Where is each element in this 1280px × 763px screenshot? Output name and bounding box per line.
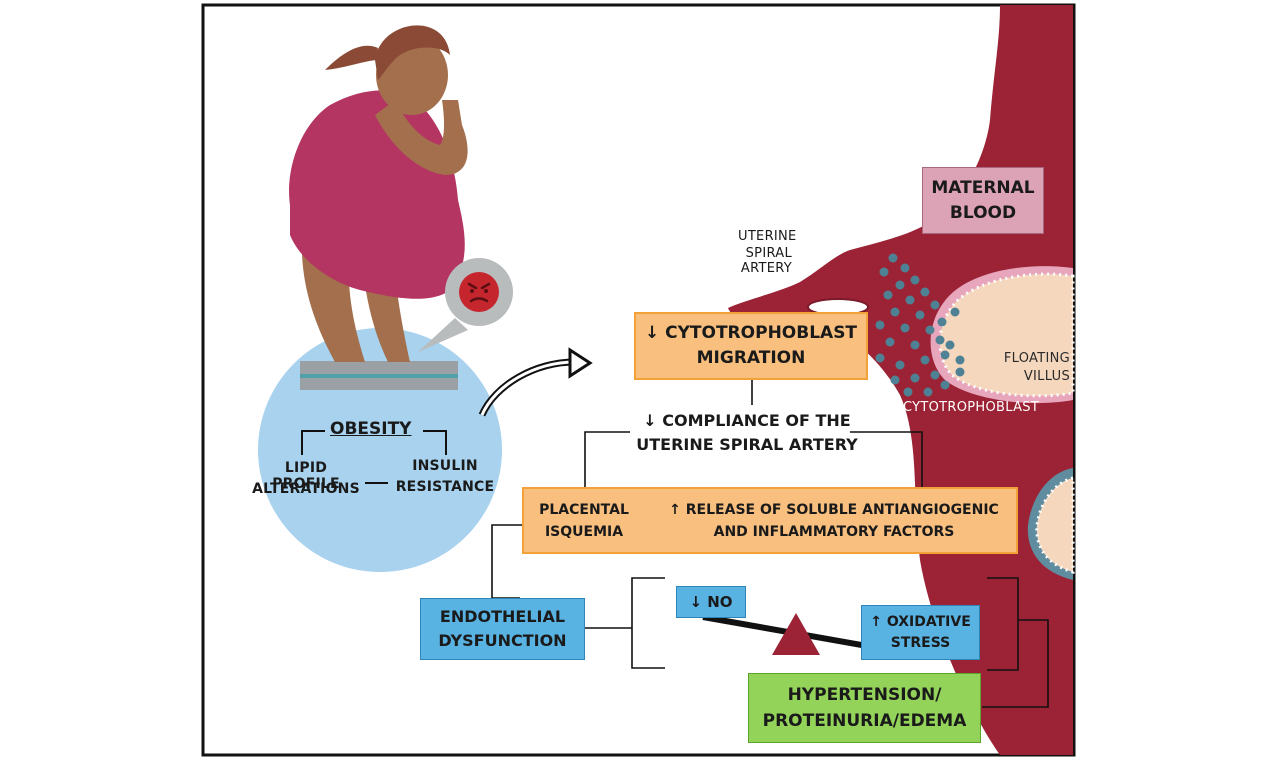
cell (875, 353, 885, 363)
endothelial-dysfunction-box: ENDOTHELIAL DYSFUNCTION (420, 598, 585, 660)
obesity-title: OBESITY (330, 419, 412, 439)
woman-figure (289, 25, 468, 362)
obesity-connectors (301, 430, 447, 484)
nitric-oxide-box: ↓ NO (676, 586, 746, 618)
cell (883, 290, 893, 300)
endothelial-line2: DYSFUNCTION (438, 631, 567, 650)
cell (900, 263, 910, 273)
uterine-label-line2: SPIRAL ARTERY (740, 246, 792, 276)
insulin-resistance-line1: INSULIN (412, 458, 478, 474)
maternal-blood-box: MATERNAL BLOOD (922, 167, 1044, 234)
cell (930, 370, 940, 380)
cell (950, 307, 960, 317)
maternal-blood-line2: BLOOD (949, 202, 1017, 223)
compliance-line2: UTERINE SPIRAL ARTERY (636, 435, 858, 454)
placental-block: PLACENTAL ISQUEMIA (524, 499, 644, 543)
cell (945, 340, 955, 350)
cell (895, 360, 905, 370)
seesaw (702, 613, 891, 655)
maternal-blood-line1: MATERNAL (931, 177, 1035, 198)
cell (910, 275, 920, 285)
hypertension-line2: PROTEINURIA/EDEMA (762, 711, 967, 731)
cell (895, 280, 905, 290)
weighing-scale (300, 361, 458, 390)
release-block: ↑ RELEASE OF SOLUBLE ANTIANGIOGENIC AND … (654, 499, 1014, 543)
lipid-profile-line2: ALTERATIONS (252, 481, 360, 497)
floating-villus-label-line1: FLOATING (1003, 351, 1070, 366)
floating-villus-label-line2: VILLUS (1023, 369, 1070, 384)
cell (900, 323, 910, 333)
cell (937, 317, 947, 327)
hypertension-box: HYPERTENSION/ PROTEINURIA/EDEMA (748, 673, 981, 743)
floating-villus-lower (1027, 468, 1075, 580)
cell (955, 367, 965, 377)
cell (875, 320, 885, 330)
oxidative-line1: ↑ OXIDATIVE (870, 613, 971, 630)
cell (920, 287, 930, 297)
lipid-profile-line1: LIPID PROFILE (272, 460, 340, 492)
cell (930, 300, 940, 310)
angry-face-icon (459, 272, 499, 312)
oxidative-line2: STRESS (890, 634, 951, 651)
cell (879, 267, 889, 277)
cell (940, 380, 950, 390)
floating-villus (930, 266, 1075, 404)
cytotrophoblast-migration-box: ↓ CYTOTROPHOBLAST MIGRATION (634, 312, 868, 380)
cell (885, 337, 895, 347)
cell (935, 335, 945, 345)
endothelial-line1: ENDOTHELIAL (439, 607, 566, 626)
release-line1: ↑ RELEASE OF SOLUBLE ANTIANGIOGENIC (669, 501, 999, 518)
compliance-text: ↓ COMPLIANCE OF THE UTERINE SPIRAL ARTER… (612, 409, 882, 457)
no-label: ↓ NO (689, 593, 733, 611)
placental-line2: ISQUEMIA (544, 523, 624, 540)
cell (910, 373, 920, 383)
placental-ischemia-box: PLACENTAL ISQUEMIA ↑ RELEASE OF SOLUBLE … (522, 487, 1018, 554)
cytotrophoblast-label: CYTOTROPHOBLAST (903, 400, 1040, 415)
cell (923, 387, 933, 397)
cell (940, 350, 950, 360)
cell (890, 375, 900, 385)
migration-line1: ↓ CYTOTROPHOBLAST (644, 323, 858, 343)
uterine-label-line1: UTERINE (738, 229, 797, 244)
speech-bubble (418, 258, 513, 352)
hypertension-line1: HYPERTENSION/ (787, 685, 942, 705)
cell (925, 325, 935, 335)
cell (903, 387, 913, 397)
cell (905, 295, 915, 305)
cell (890, 307, 900, 317)
compliance-line1: ↓ COMPLIANCE OF THE (643, 411, 851, 430)
curved-arrow-icon (478, 347, 593, 417)
placental-line1: PLACENTAL (539, 501, 629, 518)
cytotrophoblast-cells (875, 253, 965, 397)
oxidative-stress-box: ↑ OXIDATIVE STRESS (861, 605, 980, 660)
cell (910, 340, 920, 350)
insulin-resistance-line2: RESISTANCE (395, 479, 495, 495)
release-line2: AND INFLAMMATORY FACTORS (713, 523, 955, 540)
cell (915, 310, 925, 320)
migration-line2: MIGRATION (696, 348, 806, 368)
cell (955, 355, 965, 365)
cell (920, 355, 930, 365)
cell (888, 253, 898, 263)
